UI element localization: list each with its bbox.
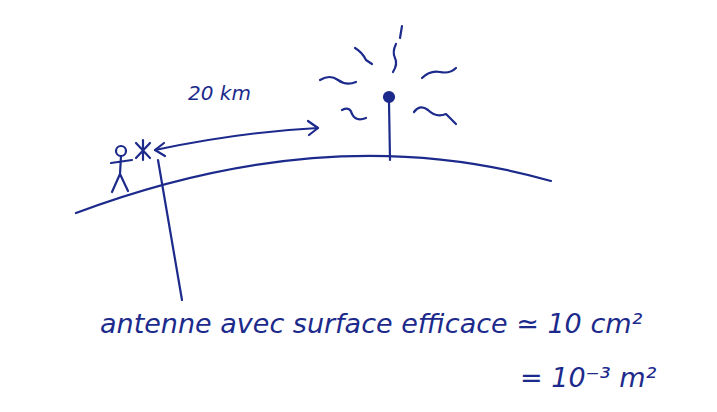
earth-surface (76, 156, 551, 213)
distance-label: 20 km (188, 82, 251, 105)
transmitter-symbol (320, 26, 456, 160)
antenna-note: antenne avec surface efficace ≃ 10 cm² (100, 308, 642, 339)
conversion-note: = 10⁻³ m² (520, 362, 656, 393)
distance-arrow (155, 121, 318, 156)
person-figure (111, 146, 132, 192)
antenna-symbol (136, 140, 150, 160)
leader-line (158, 160, 182, 300)
